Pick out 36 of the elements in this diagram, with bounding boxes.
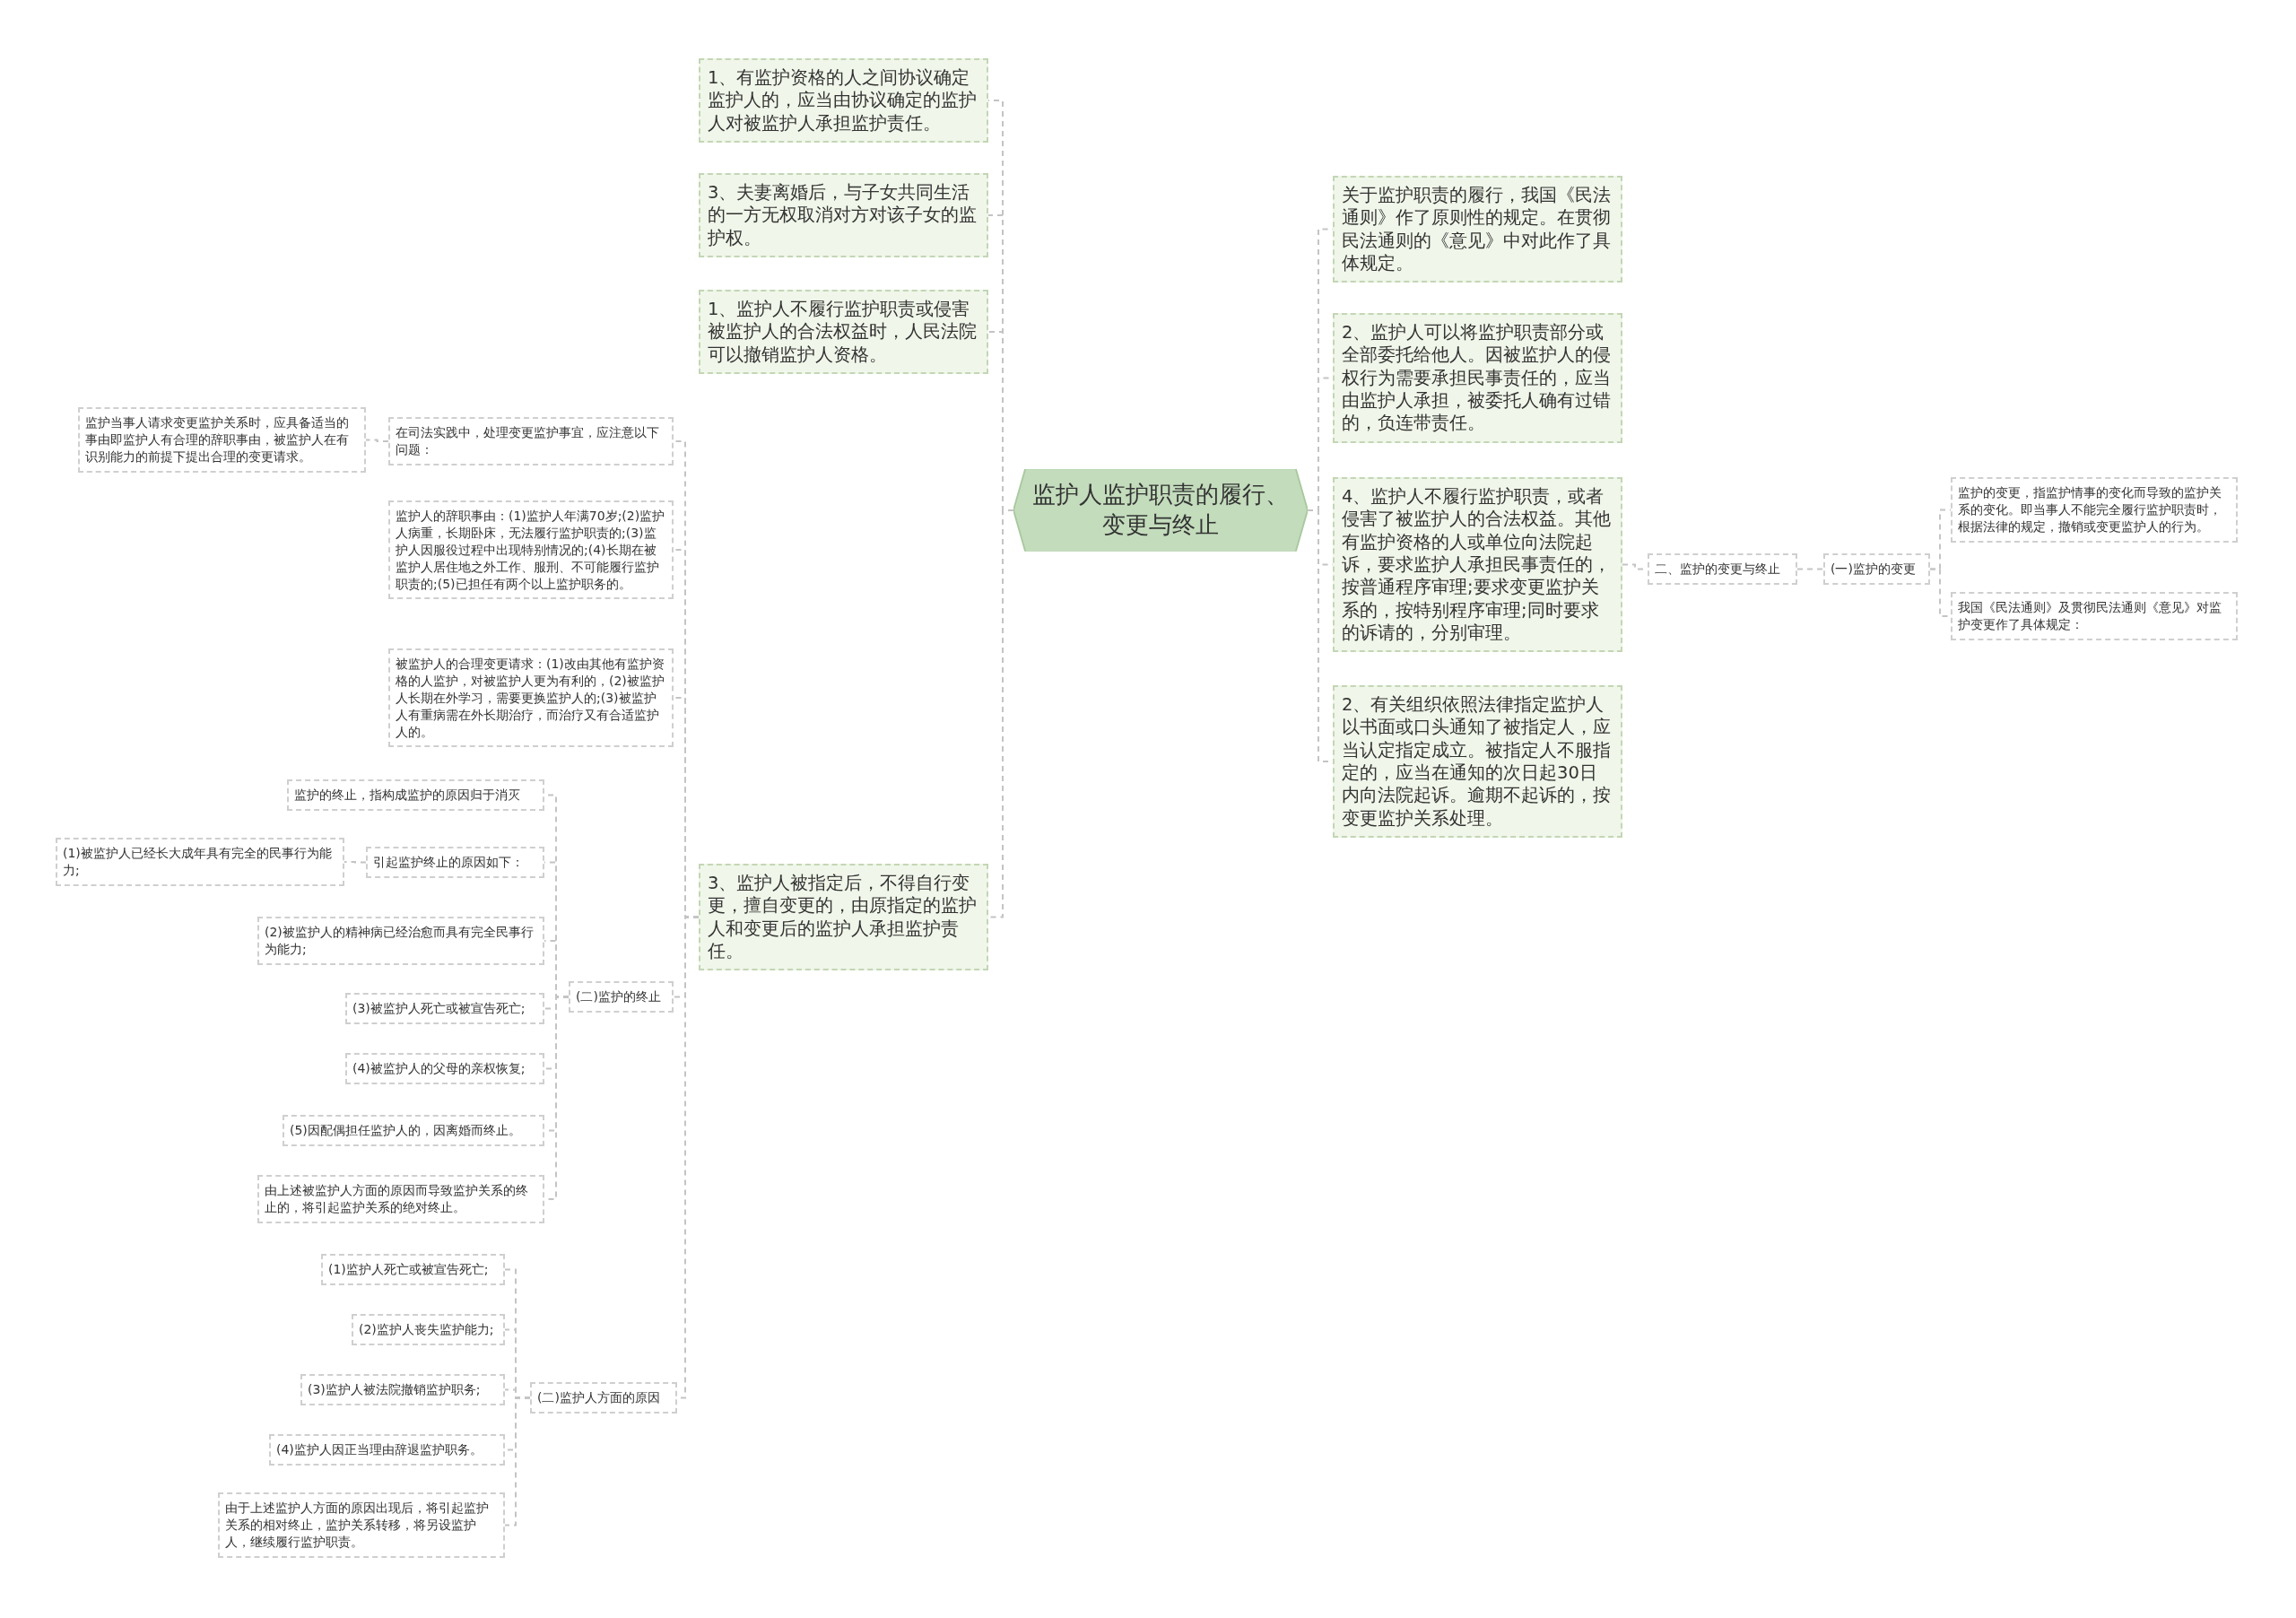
subtopic-box: (1)被监护人已经长大成年具有完全的民事行为能力; xyxy=(56,838,344,886)
subtopic-box: (一)监护的变更 xyxy=(1823,553,1930,585)
subtopic-box: 引起监护终止的原因如下： xyxy=(366,847,544,878)
topic-box: 3、监护人被指定后，不得自行变更，擅自变更的，由原指定的监护人和变更后的监护人承担监护责任。 xyxy=(699,864,988,971)
subtopic-box: (1)监护人死亡或被宣告死亡; xyxy=(321,1254,505,1285)
subtopic-box: (2)被监护人的精神病已经治愈而具有完全民事行为能力; xyxy=(257,917,544,965)
subtopic-box: (4)监护人因正当理由辞退监护职务。 xyxy=(269,1434,505,1466)
subtopic-box: (5)因配偶担任监护人的，因离婚而终止。 xyxy=(283,1115,544,1146)
subtopic-box: 我国《民法通则》及贯彻民法通则《意见》对监护变更作了具体规定： xyxy=(1951,592,2238,640)
subtopic-box: (2)监护人丧失监护能力; xyxy=(352,1314,505,1345)
subtopic-box: (3)被监护人死亡或被宣告死亡; xyxy=(345,993,544,1024)
connector-line xyxy=(1796,568,1824,570)
subtopic-box: 监护的终止，指构成监护的原因归于消灭 xyxy=(287,779,544,811)
subtopic-box: 监护的变更，指监护情事的变化而导致的监护关系的变化。即当事人不能完全履行监护职责时，根据法律的规定，撤销或变更监护人的行为。 xyxy=(1951,477,2238,543)
subtopic-box: 监护当事人请求变更监护关系时，应具备适当的事由即监护人有合理的辞职事由，被监护人在有识别能力的前提下提出合理的变更请求。 xyxy=(78,407,366,473)
topic-box: 4、监护人不履行监护职责，或者侵害了被监护人的合法权益。其他有监护资格的人或单位向法院起诉，要求监护人承担民事责任的，按普通程序审理;要求变更监护关系的，按特别程序审理;同时要求的诉请的，分别审理。 xyxy=(1333,477,1622,653)
topic-box: 1、监护人不履行监护职责或侵害被监护人的合法权益时，人民法院可以撤销监护人资格。 xyxy=(699,290,988,375)
topic-box: 2、监护人可以将监护职责部分或全部委托给他人。因被监护人的侵权行为需要承担民事责任的，应当由监护人承担，被委托人确有过错的，负连带责任。 xyxy=(1333,313,1622,443)
subtopic-box: 由上述被监护人方面的原因而导致监护关系的终止的，将引起监护关系的绝对终止。 xyxy=(257,1175,544,1223)
connector-line xyxy=(365,439,389,442)
subtopic-box: 监护人的辞职事由：(1)监护人年满70岁;(2)监护人病重，长期卧床，无法履行监护职责的;(3)监护人因服役过程中出现特别情况的;(4)长期在被监护人居住地之外工作、服刑、不可能履行监护职责的;(5)已担任有两个以上监护职务的。 xyxy=(388,500,674,600)
subtopic-box: (二)监护的终止 xyxy=(569,981,674,1013)
subtopic-box: 由于上述监护人方面的原因出现后，将引起监护关系的相对终止，监护关系转移，将另设监护人，继续履行监护职责。 xyxy=(218,1492,505,1558)
topic-box: 1、有监护资格的人之间协议确定监护人的，应当由协议确定的监护人对被监护人承担监护责任。 xyxy=(699,58,988,144)
subtopic-box: (4)被监护人的父母的亲权恢复; xyxy=(345,1053,544,1084)
subtopic-box: 被监护人的合理变更请求：(1)改由其他有监护资格的人监护，对被监护人更为有利的，(2)被监护人长期在外学习，需要更换监护人的;(3)被监护人有重病需在外长期治疗，而治疗又有合适监护人的。 xyxy=(388,648,674,748)
subtopic-box: 二、监护的变更与终止 xyxy=(1648,553,1797,585)
subtopic-box: 在司法实践中，处理变更监护事宜，应注意以下问题： xyxy=(388,417,674,465)
topic-box: 关于监护职责的履行，我国《民法通则》作了原则性的规定。在贯彻民法通则的《意见》中对此作了具体规定。 xyxy=(1333,176,1622,283)
topic-box: 2、有关组织依照法律指定监护人以书面或口头通知了被指定人，应当认定指定成立。被指定人不服指定的，应当在通知的次日起30日内向法院起诉。逾期不起诉的，按变更监护关系处理。 xyxy=(1333,685,1622,839)
subtopic-box: (3)监护人被法院撤销监护职务; xyxy=(300,1374,505,1405)
connector-line xyxy=(344,861,367,864)
subtopic-box: (二)监护人方面的原因 xyxy=(530,1382,677,1414)
central-topic: 监护人监护职责的履行、变更与终止 xyxy=(1013,469,1308,552)
connector-line xyxy=(504,1396,531,1527)
topic-box: 3、夫妻离婚后，与子女共同生活的一方无权取消对方对该子女的监护权。 xyxy=(699,173,988,258)
